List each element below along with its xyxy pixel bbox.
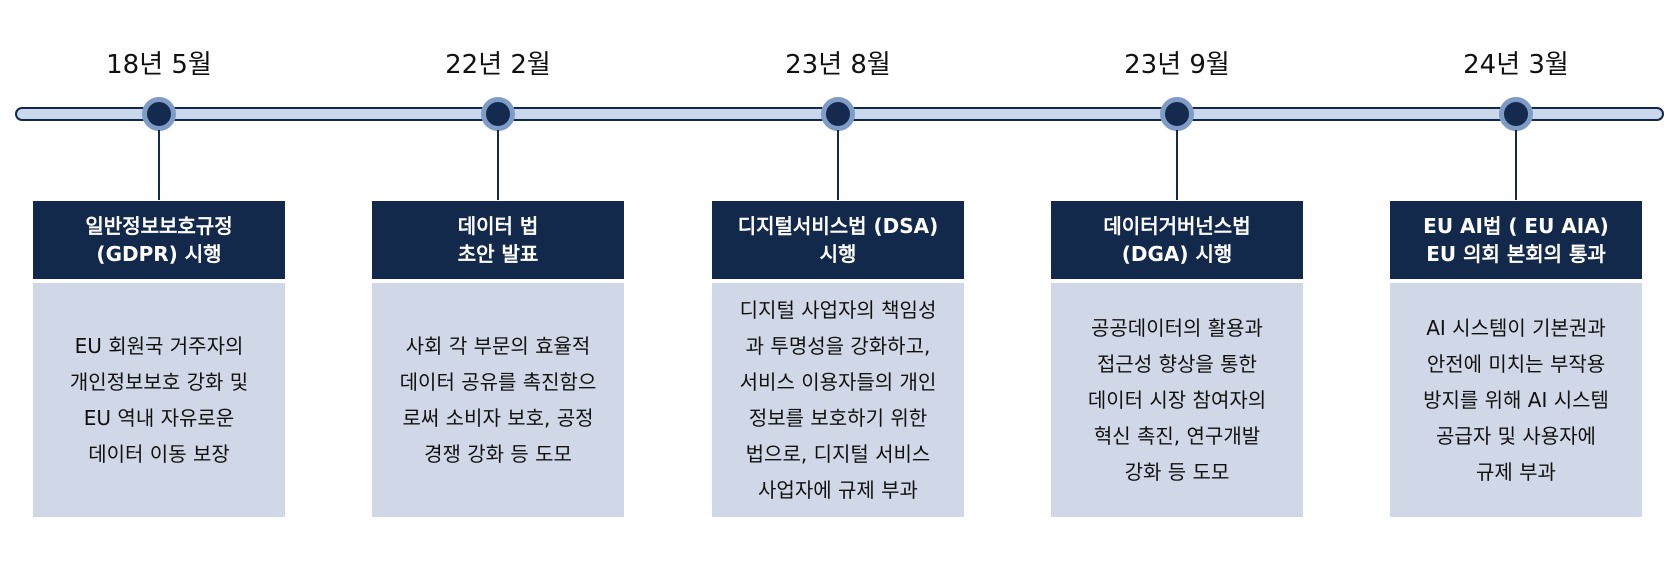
timeline-node	[821, 97, 855, 131]
milestone-ai-act: 24년 3월 EU AI법 ( EU AIA) EU 의회 본회의 통과 AI …	[1390, 0, 1642, 572]
milestone-date: 23년 8월	[785, 50, 891, 80]
milestone-data-act: 22년 2월 데이터 법 초안 발표 사회 각 부문의 효율적 데이터 공유를 …	[372, 0, 624, 572]
milestone-description: AI 시스템이 기본권과 안전에 미치는 부작용 방지를 위해 AI 시스템 공…	[1390, 283, 1642, 517]
milestone-dga: 23년 9월 데이터거버넌스법 (DGA) 시행 공공데이터의 활용과 접근성 …	[1051, 0, 1303, 572]
milestone-gdpr: 18년 5월 일반정보보호규정 (GDPR) 시행 EU 회원국 거주자의 개인…	[33, 0, 285, 572]
milestone-title: 데이터거버넌스법 (DGA) 시행	[1051, 201, 1303, 279]
milestone-date: 24년 3월	[1463, 50, 1569, 80]
milestone-description: 공공데이터의 활용과 접근성 향상을 통한 데이터 시장 참여자의 혁신 촉진,…	[1051, 283, 1303, 517]
timeline-node	[481, 97, 515, 131]
milestone-dsa: 23년 8월 디지털서비스법 (DSA) 시행 디지털 사업자의 책임성 과 투…	[712, 0, 964, 572]
milestone-date: 18년 5월	[106, 50, 212, 80]
milestone-title: 데이터 법 초안 발표	[372, 201, 624, 279]
milestone-date: 23년 9월	[1124, 50, 1230, 80]
timeline-node	[1499, 97, 1533, 131]
milestone-title: 일반정보보호규정 (GDPR) 시행	[33, 201, 285, 279]
milestone-description: 사회 각 부문의 효율적 데이터 공유를 촉진함으 로써 소비자 보호, 공정 …	[372, 283, 624, 517]
connector-line	[158, 130, 160, 200]
connector-line	[497, 130, 499, 200]
milestone-description: EU 회원국 거주자의 개인정보보호 강화 및 EU 역내 자유로운 데이터 이…	[33, 283, 285, 517]
timeline-node	[1160, 97, 1194, 131]
milestone-title: 디지털서비스법 (DSA) 시행	[712, 201, 964, 279]
milestone-description: 디지털 사업자의 책임성 과 투명성을 강화하고, 서비스 이용자들의 개인 정…	[712, 283, 964, 517]
timeline-node	[142, 97, 176, 131]
connector-line	[1176, 130, 1178, 200]
milestone-date: 22년 2월	[445, 50, 551, 80]
connector-line	[1515, 130, 1517, 200]
milestone-title: EU AI법 ( EU AIA) EU 의회 본회의 통과	[1390, 201, 1642, 279]
connector-line	[837, 130, 839, 200]
